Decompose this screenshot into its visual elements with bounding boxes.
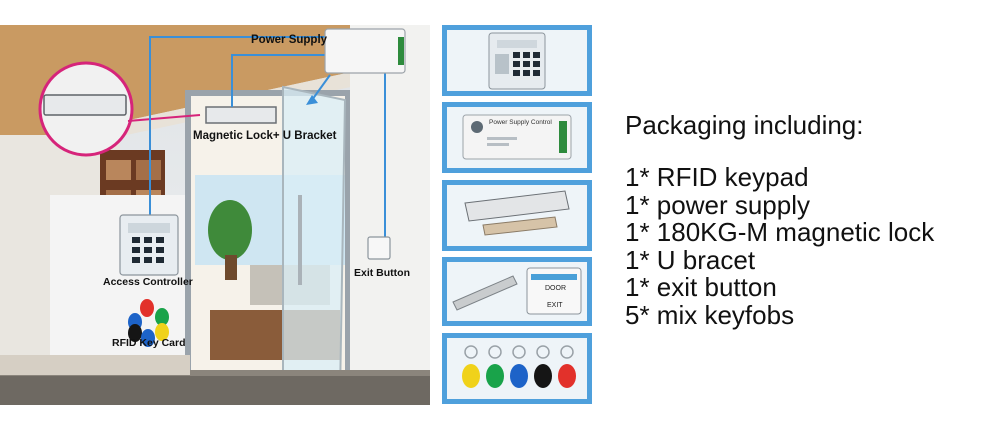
power-supply-control-text: Power Supply Control — [489, 119, 552, 126]
thumbnail-bracket-exit: DOOR EXIT — [442, 257, 592, 326]
keyfob-green — [486, 364, 504, 388]
plant — [208, 200, 252, 260]
keyfob-black — [534, 364, 552, 388]
wall-right — [350, 25, 430, 385]
packaging-item: 1* 180KG-M magnetic lock — [625, 217, 935, 247]
keyfobs-icon — [462, 345, 576, 388]
door-handle — [298, 195, 302, 285]
keyfob-yellow — [462, 364, 480, 388]
keyfob-red — [558, 364, 576, 388]
highlight-connector — [127, 114, 201, 122]
magnetic-lock-on-door — [205, 106, 277, 124]
installation-scene: Power Supply Magnetic Lock+ U Bracket Ac… — [0, 25, 430, 405]
packaging-title: Packaging including: — [625, 110, 864, 140]
magnetic-lock-icon — [464, 190, 570, 236]
exit-button-device — [367, 236, 391, 260]
magnetic-lock-label: Magnetic Lock+ U Bracket — [193, 130, 337, 142]
packaging-item: 1* U bracet — [625, 244, 756, 275]
access-controller-label: Access Controller — [103, 276, 193, 288]
rfid-key-cards — [128, 299, 169, 347]
thumbnail-power-supply: Power Supply Control — [442, 102, 592, 173]
power-supply-box — [324, 28, 406, 74]
scene-illustration — [0, 25, 430, 405]
keyfob-blue — [510, 364, 528, 388]
rfid-key-card-label: RFID Key Card — [112, 337, 186, 349]
packaging-item: 1* exit button — [625, 272, 777, 302]
packaging-item: 5* mix keyfobs — [625, 299, 795, 330]
power-supply-label: Power Supply — [251, 34, 328, 46]
packaging-item: 1* power supply — [625, 189, 810, 220]
door-text: DOOR — [545, 285, 566, 292]
packaging-item: 1* RFID keypad — [625, 162, 809, 192]
exit-text: EXIT — [547, 302, 563, 309]
exit-button-label: Exit Button — [354, 267, 410, 279]
bracket-exit-icon — [452, 267, 582, 315]
magnified-lock — [43, 94, 127, 116]
thumbnail-keypad — [442, 25, 592, 96]
packaging-list: 1* RFID keypad 1* power supply 1* 180KG-… — [625, 162, 935, 330]
thumbnail-magnetic-lock — [442, 180, 592, 251]
thumbnail-keyfobs — [442, 333, 592, 404]
keypad-icon — [488, 32, 546, 90]
power-supply-icon — [462, 114, 572, 160]
